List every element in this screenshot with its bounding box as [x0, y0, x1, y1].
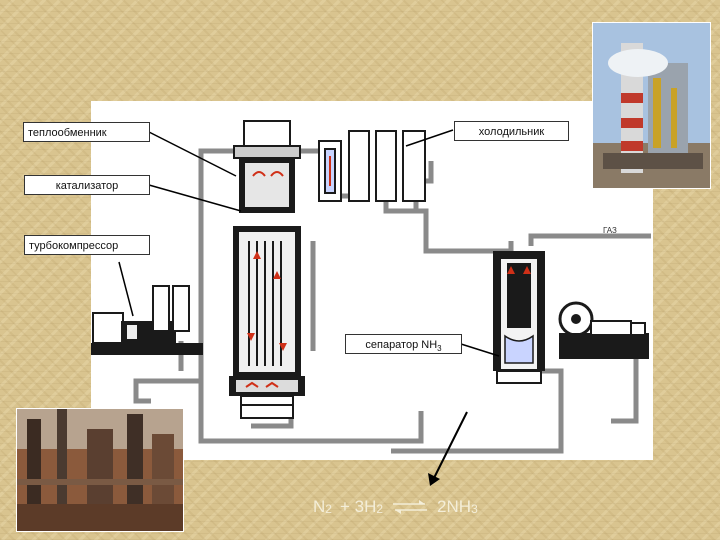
separator-unit [493, 251, 545, 384]
equation-product-sub: 3 [471, 502, 478, 516]
equation-n-sub: 2 [325, 502, 332, 516]
heat-exchanger-label: теплообменник [23, 122, 150, 142]
cooler-unit [318, 130, 426, 202]
turbocompressor-label: турбокомпрессор [24, 235, 150, 255]
gas-label: ГАЗ [603, 226, 617, 235]
separator-label-text: сепаратор NH [365, 339, 438, 351]
separator-label-sub: 3 [437, 344, 442, 353]
equation-n: N [313, 497, 326, 516]
heat-exchanger-unit [233, 120, 301, 213]
equilibrium-arrows-icon [393, 500, 428, 514]
cooler-label: холодильник [454, 121, 569, 141]
equation-plus-h: + 3H [339, 497, 377, 516]
separator-label: сепаратор NH3 [345, 334, 462, 354]
catalyst-label: катализатор [24, 175, 150, 195]
equation-h-sub: 2 [376, 502, 384, 516]
ammonia-plant-diagram: ГАЗ [91, 101, 653, 460]
turbocompressor-unit [91, 285, 203, 355]
circulation-pump [558, 301, 649, 359]
pointer-lines [118, 129, 500, 357]
synthesis-column [229, 226, 305, 419]
equation-product: 2NH [437, 497, 472, 516]
refinery-photo [16, 408, 184, 532]
industrial-tower-photo [592, 22, 711, 189]
